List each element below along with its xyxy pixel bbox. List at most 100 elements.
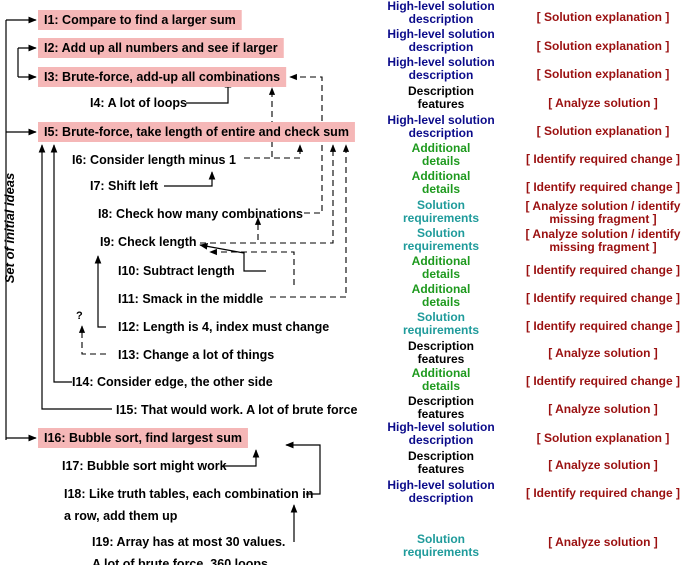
idea-node-i15: I15: That would work. A lot of brute for… xyxy=(116,403,357,417)
action-label-1-line1: [ Solution explanation ] xyxy=(537,10,670,24)
action-label-15-line1: [ Analyze solution ] xyxy=(548,402,658,416)
idea-text-i5: I5: Brute-force, take length of entire a… xyxy=(44,125,349,139)
idea-text-i6: I6: Consider length minus 1 xyxy=(72,153,236,167)
dash-i11-to-i9 xyxy=(209,248,295,285)
category-label-1-line2: description xyxy=(409,12,474,26)
idea-node-i14: I14: Consider edge, the other side xyxy=(72,375,273,389)
idea-text-i17: I17: Bubble sort might work xyxy=(62,459,227,473)
action-label-13-line1: [ Analyze solution ] xyxy=(548,346,658,360)
idea-text-i8: I8: Check how many combinations xyxy=(98,207,303,221)
category-label-12-line2: requirements xyxy=(403,323,479,337)
dash-i11-to-i5 xyxy=(270,144,350,298)
idea-text-i2: I2: Add up all numbers and see if larger xyxy=(44,41,278,55)
idea-text-i7: I7: Shift left xyxy=(90,179,159,193)
arrow-i12-to-i9 xyxy=(94,255,106,328)
category-label-13-line2: features xyxy=(418,352,465,366)
category-label-3-line1: High-level solution xyxy=(387,55,494,69)
idea-node-i11: I11: Smack in the middle xyxy=(118,292,263,306)
category-label-8-line2: requirements xyxy=(403,211,479,225)
category-label-14-line1: Additional xyxy=(412,366,471,380)
category-label-12-line1: Solution xyxy=(417,310,465,324)
category-label-2-line1: High-level solution xyxy=(387,27,494,41)
idea-node-i3: I3: Brute-force, add-up all combinations xyxy=(38,67,287,87)
action-column: [ Solution explanation ] [ Solution expla… xyxy=(526,10,681,549)
category-label-13-line1: Description xyxy=(408,339,474,353)
arrow-i4-to-i3 xyxy=(186,79,232,104)
category-column: High-level solutiondescriptionHigh-level… xyxy=(387,0,494,559)
action-label-9-line2: missing fragment ] xyxy=(549,240,656,254)
idea-node-i2: I2: Add up all numbers and see if larger xyxy=(38,38,284,58)
question-mark: ? xyxy=(76,310,83,322)
idea-text-i4: I4: A lot of loops xyxy=(90,96,187,110)
arrow-i7-to-i6 xyxy=(164,171,216,187)
idea-text-i12: I12: Length is 4, index must change xyxy=(118,320,329,334)
dash-i9-to-i5 xyxy=(200,144,337,244)
action-label-8-line2: missing fragment ] xyxy=(549,212,656,226)
action-label-12-line1: [ Identify required change ] xyxy=(526,319,680,333)
highlight-box-i3 xyxy=(38,67,287,87)
idea-node-i8: I8: Check how many combinations xyxy=(98,207,303,221)
action-label-10-line1: [ Identify required change ] xyxy=(526,263,680,277)
category-label-10-line1: Additional xyxy=(412,254,471,268)
category-label-18-line1: High-level solution xyxy=(387,478,494,492)
category-label-16-line1: High-level solution xyxy=(387,420,494,434)
idea-text-i19-line2: A lot of brute force. 360 loops. xyxy=(92,557,271,565)
action-label-3-line1: [ Solution explanation ] xyxy=(537,67,670,81)
idea-text-i16: I16: Bubble sort, find largest sum xyxy=(44,431,242,445)
dash-i8-to-i3 xyxy=(289,73,323,214)
action-label-19-line1: [ Analyze solution ] xyxy=(548,535,658,549)
idea-node-i19: I19: Array has at most 30 values.A lot o… xyxy=(92,535,285,565)
category-label-7-line1: Additional xyxy=(412,169,471,183)
action-label-18-line1: [ Identify required change ] xyxy=(526,486,680,500)
category-label-17-line2: features xyxy=(418,462,465,476)
action-label-14-line1: [ Identify required change ] xyxy=(526,374,680,388)
category-label-16-line2: description xyxy=(409,433,474,447)
action-label-6-line1: [ Identify required change ] xyxy=(526,152,680,166)
action-label-8-line1: [ Analyze solution / identify xyxy=(526,199,681,213)
category-label-9-line2: requirements xyxy=(403,239,479,253)
category-label-6-line2: details xyxy=(422,154,460,168)
dash-i6-to-i5 xyxy=(244,144,304,159)
category-label-6-line1: Additional xyxy=(412,141,471,155)
idea-text-i3: I3: Brute-force, add-up all combinations xyxy=(44,70,280,84)
idea-text-i1: I1: Compare to find a larger sum xyxy=(44,13,236,27)
idea-text-i9: I9: Check length xyxy=(100,235,197,249)
action-label-7-line1: [ Identify required change ] xyxy=(526,180,680,194)
idea-node-i16: I16: Bubble sort, find largest sum xyxy=(38,428,248,448)
idea-text-i10: I10: Subtract length xyxy=(118,264,235,278)
arrow-i14-to-i5 xyxy=(50,144,72,383)
category-label-5-line2: description xyxy=(409,126,474,140)
action-label-4-line1: [ Analyze solution ] xyxy=(548,96,658,110)
category-label-11-line2: details xyxy=(422,295,460,309)
highlight-box-i5 xyxy=(38,122,355,142)
category-label-8-line1: Solution xyxy=(417,198,465,212)
idea-text-i18-line2: a row, add them up xyxy=(64,509,178,523)
category-label-5-line1: High-level solution xyxy=(387,113,494,127)
action-label-11-line1: [ Identify required change ] xyxy=(526,291,680,305)
idea-node-i13: I13: Change a lot of things xyxy=(118,348,274,362)
highlight-box-i16 xyxy=(38,428,248,448)
idea-node-i10: I10: Subtract length xyxy=(118,264,235,278)
idea-node-i17: I17: Bubble sort might work xyxy=(62,459,227,473)
category-label-2-line2: description xyxy=(409,40,474,54)
idea-node-i4: I4: A lot of loops xyxy=(90,96,187,110)
idea-node-i1: I1: Compare to find a larger sum xyxy=(38,10,242,30)
category-label-18-line2: description xyxy=(409,491,474,505)
idea-node-i12: I12: Length is 4, index must change xyxy=(118,320,329,334)
category-label-19-line2: requirements xyxy=(403,545,479,559)
category-label-14-line2: details xyxy=(422,379,460,393)
idea-node-i6: I6: Consider length minus 1 xyxy=(72,153,236,167)
category-label-15-line2: features xyxy=(418,407,465,421)
action-label-9-line1: [ Analyze solution / identify xyxy=(526,227,681,241)
category-label-11-line1: Additional xyxy=(412,282,471,296)
idea-text-i11: I11: Smack in the middle xyxy=(118,292,263,306)
category-label-9-line1: Solution xyxy=(417,226,465,240)
dash-i13-to-unknown xyxy=(78,325,106,355)
action-label-17-line1: [ Analyze solution ] xyxy=(548,458,658,472)
action-label-5-line1: [ Solution explanation ] xyxy=(537,124,670,138)
arrow-i18-to-i16 xyxy=(285,441,321,495)
side-label: Set of initial ideas xyxy=(2,173,17,284)
idea-node-i9: I9: Check length xyxy=(100,235,197,249)
